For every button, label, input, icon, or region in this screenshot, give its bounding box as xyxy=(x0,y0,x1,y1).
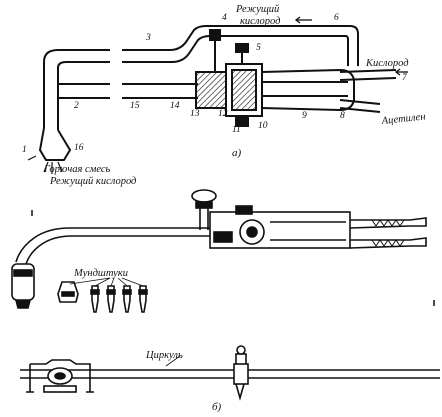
part-number-5: 5 xyxy=(256,43,261,53)
part-number-13: 13 xyxy=(190,109,200,119)
label-oxygen: Кислород xyxy=(365,58,409,69)
figure-b-caption: б) xyxy=(212,401,222,413)
part-number-2: 2 xyxy=(74,101,79,111)
torch-body xyxy=(209,211,351,249)
part-number-8: 8 xyxy=(340,111,345,121)
part-number-3: 3 xyxy=(145,33,151,43)
compass-attachment xyxy=(20,345,440,401)
figure-b-torch-view xyxy=(11,189,440,401)
label-cutting-oxygen-bottom: Режущий кислород xyxy=(49,176,136,187)
part-number-6: 6 xyxy=(334,13,339,23)
part-number-4: 4 xyxy=(222,13,227,23)
part-number-14: 14 xyxy=(170,101,180,111)
cutting-oxygen-tube xyxy=(43,49,110,128)
label-acetylene: Ацетилен xyxy=(380,111,426,127)
label-compass: Циркуль xyxy=(145,350,183,361)
part-number-12: 12 xyxy=(218,109,228,119)
part-number-15: 15 xyxy=(130,101,140,111)
nozzle-set xyxy=(57,277,148,313)
acetylene-inlet xyxy=(339,99,381,105)
part-numbers: 1 2 3 4 5 6 7 8 9 10 11 12 13 14 15 16 xyxy=(22,13,408,155)
label-cutting-oxygen-top-1: Режущий xyxy=(235,4,280,15)
part-number-10: 10 xyxy=(258,121,268,131)
figure-a-schematic xyxy=(27,16,408,174)
part-number-9: 9 xyxy=(302,111,307,121)
part-number-7: 7 xyxy=(402,73,408,83)
mixing-chamber xyxy=(195,71,227,109)
nozzle-head xyxy=(38,127,72,161)
part-number-11: 11 xyxy=(232,125,241,135)
label-combustible-mixture: Горючая смесь xyxy=(43,164,111,175)
label-nozzles: Мундштуки xyxy=(73,268,128,279)
figure-a-caption: а) xyxy=(232,147,242,159)
part-number-1: 1 xyxy=(22,145,27,155)
handle xyxy=(261,68,355,112)
label-cutting-oxygen-top-2: кислород xyxy=(240,16,280,27)
part-number-16: 16 xyxy=(74,143,84,153)
oxygen-inlet xyxy=(339,69,397,73)
